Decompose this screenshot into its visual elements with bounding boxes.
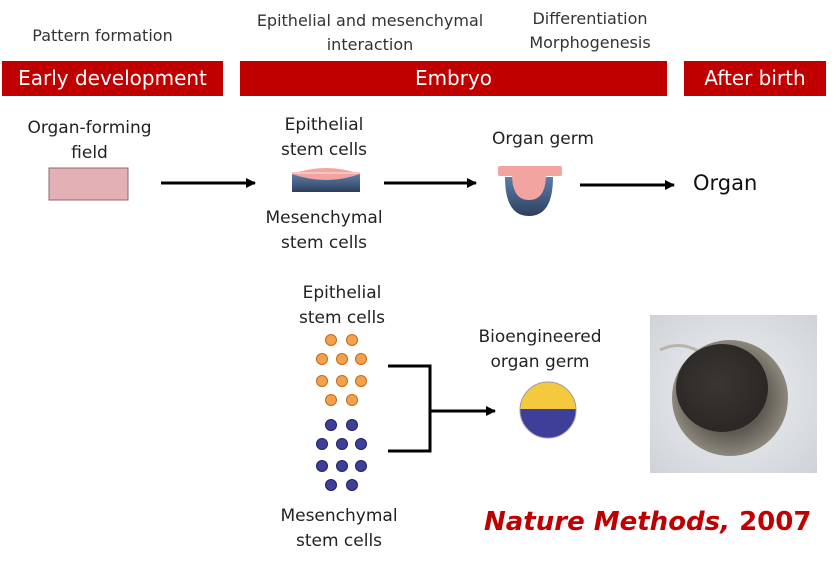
top-mesenchymal-label: Mesenchymal stem cells	[234, 206, 414, 256]
citation: Nature Methods, 2007	[484, 507, 811, 537]
bottom-epithelial-line2: stem cells	[298, 308, 386, 328]
epithelial-cell	[336, 375, 348, 387]
top-mesenchymal-line2: stem cells	[280, 233, 368, 253]
citation-journal: Nature Methods,	[484, 507, 731, 537]
mesenchymal-cell	[336, 438, 348, 450]
mesenchymal-cell	[325, 419, 337, 431]
bottom-mesenchymal-line1: Mesenchymal	[280, 506, 398, 526]
top-mesenchymal-line1: Mesenchymal	[265, 208, 383, 228]
bioengineered-line2: organ germ	[490, 352, 590, 372]
organ-label: Organ	[693, 171, 758, 195]
bottom-epithelial-line1: Epithelial	[302, 283, 382, 303]
bioengineered-label: Bioengineered organ germ	[455, 325, 625, 375]
organ-germ-shape	[498, 166, 562, 216]
epithelial-cell	[316, 353, 328, 365]
stem-cell-layer-shape	[292, 168, 360, 192]
header-differentiation: Differentiation Morphogenesis	[510, 7, 670, 55]
mesenchymal-cell	[325, 479, 337, 491]
epithelial-cell	[316, 375, 328, 387]
stage-early-development: Early development	[2, 61, 223, 96]
top-epithelial-label: Epithelial stem cells	[244, 113, 404, 163]
citation-year: 2007	[739, 507, 812, 537]
bottom-mesenchymal-line2: stem cells	[295, 531, 383, 551]
top-epithelial-line2: stem cells	[280, 140, 368, 160]
top-epithelial-line1: Epithelial	[284, 115, 364, 135]
organ-forming-field-line1: Organ-forming	[27, 118, 152, 138]
epithelial-cell	[346, 334, 358, 346]
header-pattern-formation: Pattern formation	[32, 26, 173, 45]
mesenchymal-cell	[336, 460, 348, 472]
organ-forming-field-line2: field	[71, 143, 108, 163]
merge-bracket	[388, 364, 432, 453]
bottom-mesenchymal-label: Mesenchymal stem cells	[249, 504, 429, 554]
epithelial-cell	[355, 375, 367, 387]
header-interaction-line2: interaction	[326, 35, 414, 54]
bottom-epithelial-label: Epithelial stem cells	[262, 281, 422, 331]
mesenchymal-cell	[346, 479, 358, 491]
epithelial-cell	[346, 394, 358, 406]
micrograph-photo	[650, 315, 817, 473]
epithelial-cells-cluster	[316, 334, 367, 406]
bioengineered-line1: Bioengineered	[478, 327, 602, 347]
header-differentiation-line1: Differentiation	[532, 9, 648, 28]
mesenchymal-cell	[316, 460, 328, 472]
header-differentiation-line2: Morphogenesis	[529, 33, 651, 52]
organ-forming-field-label: Organ-forming field	[2, 116, 177, 166]
organ-germ-label: Organ germ	[492, 129, 594, 149]
header-interaction: Epithelial and mesenchymal interaction	[235, 9, 505, 57]
stage-after-birth: After birth	[684, 61, 826, 96]
mesenchymal-cells-cluster	[316, 419, 367, 491]
epithelial-cell	[355, 353, 367, 365]
header-interaction-line1: Epithelial and mesenchymal	[256, 11, 484, 30]
mesenchymal-cell	[346, 419, 358, 431]
mesenchymal-cell	[355, 438, 367, 450]
epithelial-cell	[325, 334, 337, 346]
epithelial-cell	[325, 394, 337, 406]
stage-embryo: Embryo	[240, 61, 667, 96]
organ-forming-field-shape	[48, 167, 129, 201]
mesenchymal-cell	[316, 438, 328, 450]
mesenchymal-cell	[355, 460, 367, 472]
bioengineered-germ-shape	[519, 381, 577, 439]
epithelial-cell	[336, 353, 348, 365]
